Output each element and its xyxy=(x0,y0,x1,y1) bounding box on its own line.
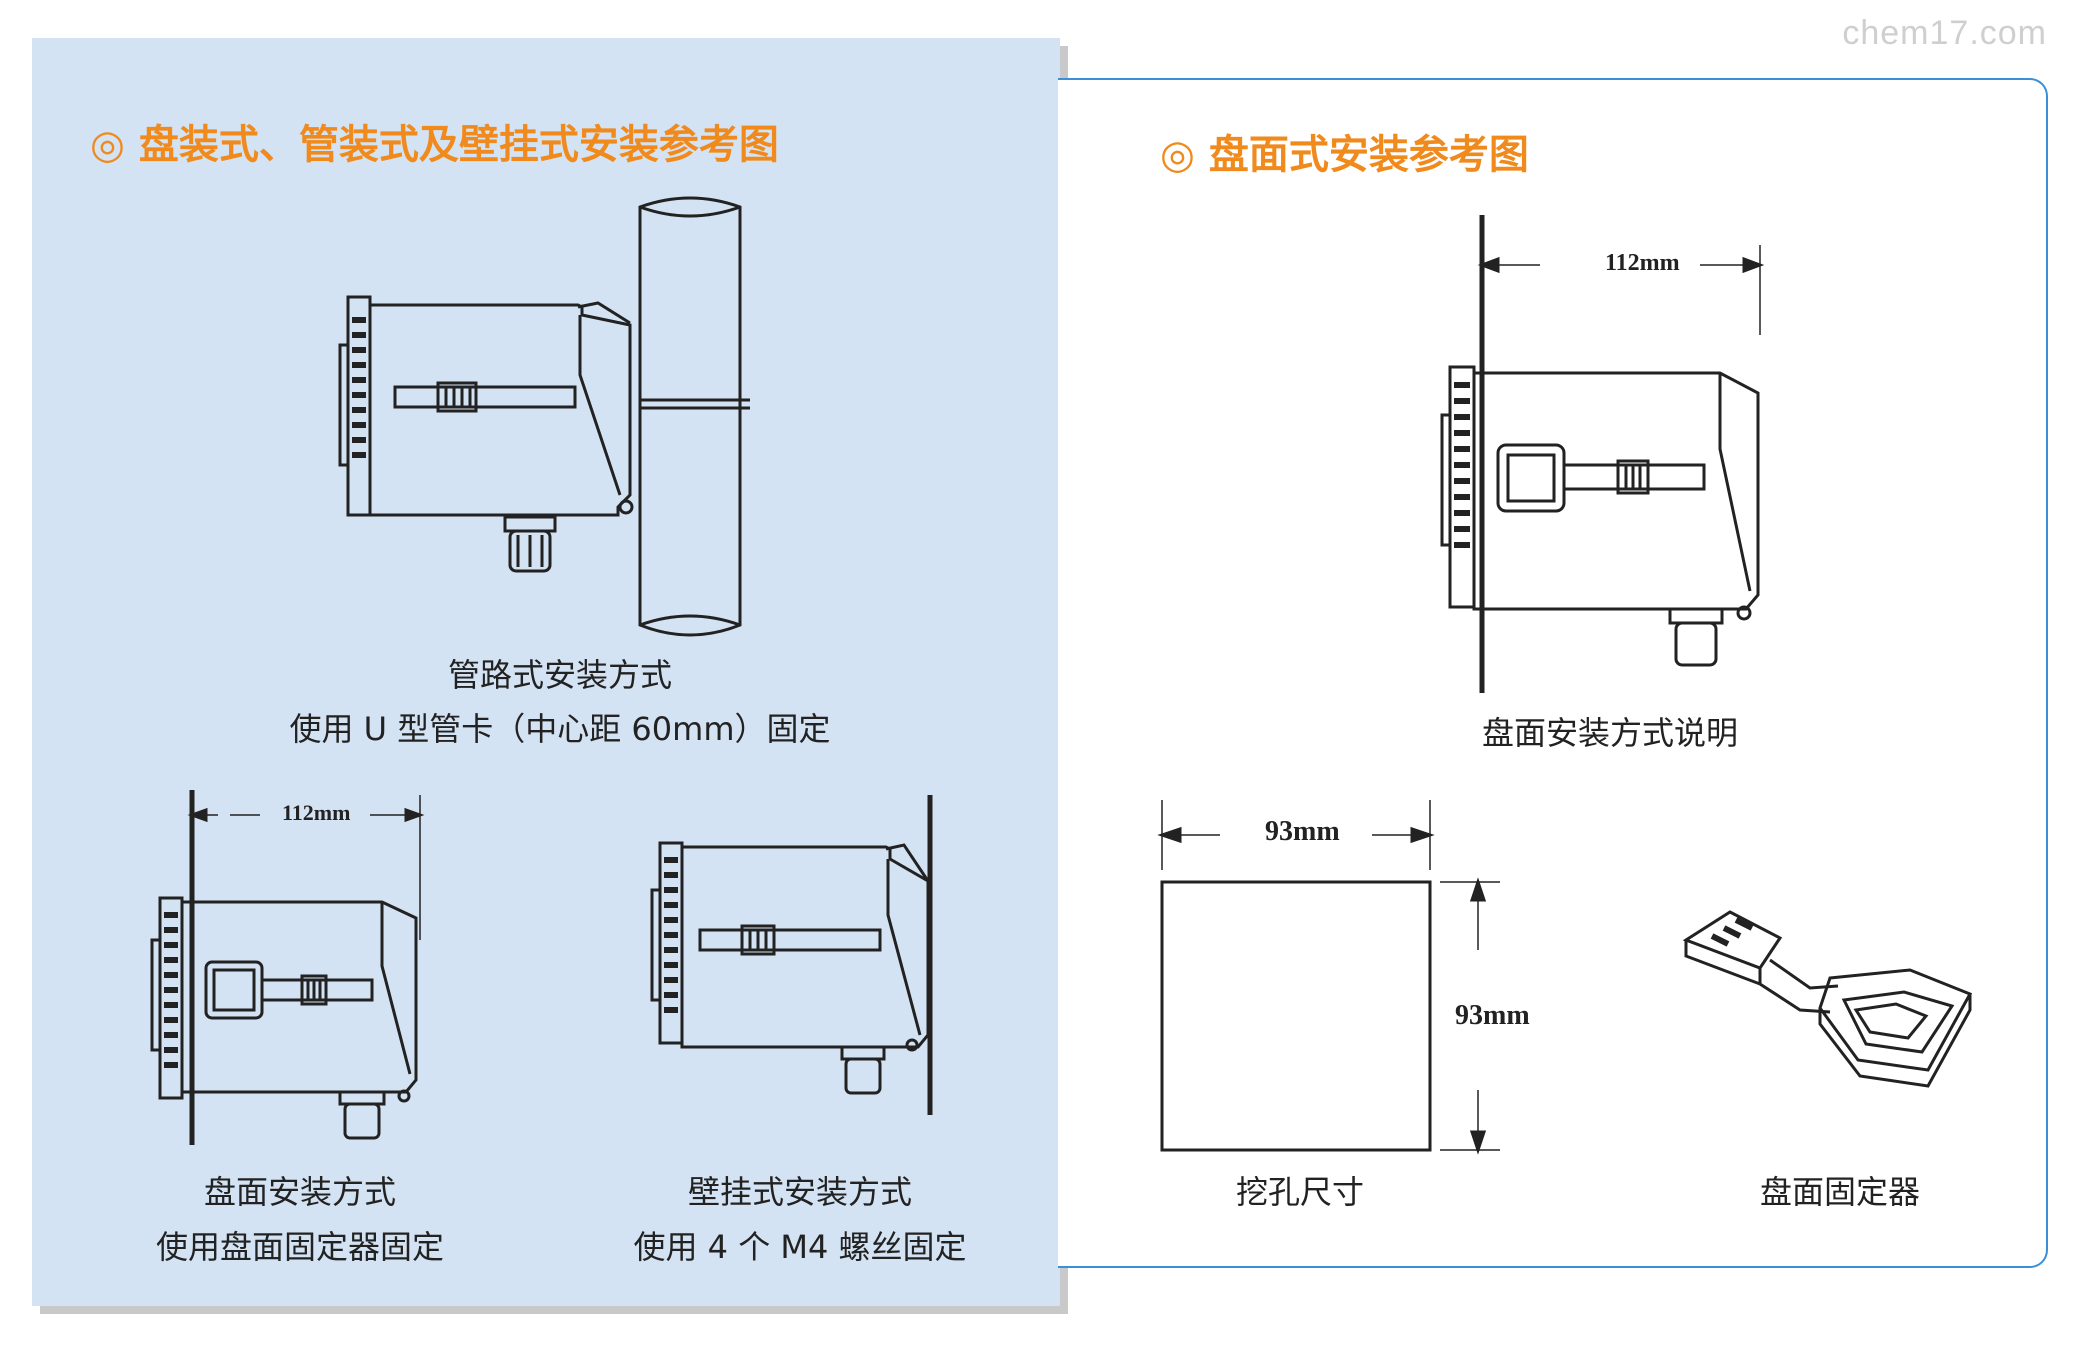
panel-mount-caption-2: 使用盘面固定器固定 xyxy=(155,1228,444,1266)
panel-mount-caption-1: 盘面安装方式 xyxy=(203,1173,396,1211)
right-panel-dimension: 112mm xyxy=(1605,250,1680,276)
panel-fixer-caption: 盘面固定器 xyxy=(1759,1173,1920,1211)
left-panel xyxy=(32,38,1060,1306)
right-heading: ◎ 盘面式安装参考图 xyxy=(1160,132,1529,178)
panel-mount-dimension: 112mm xyxy=(282,800,351,825)
panel-mount-diagram xyxy=(150,790,425,1145)
wall-mount-caption-1: 壁挂式安装方式 xyxy=(687,1173,912,1211)
wall-mount-caption-2: 使用 4 个 M4 螺丝固定 xyxy=(633,1228,967,1266)
pipe-mount-diagram xyxy=(338,196,750,637)
wall-mount-diagram xyxy=(650,795,933,1115)
watermark: chem17.com xyxy=(1842,14,2047,52)
panel-mount-explanation-caption: 盘面安装方式说明 xyxy=(1481,714,1738,752)
panel-fixer-diagram xyxy=(1682,910,1973,1088)
cutout-caption: 挖孔尺寸 xyxy=(1235,1173,1364,1211)
cutout-diagram xyxy=(1157,800,1500,1155)
right-panel-mount-diagram xyxy=(1440,215,1765,693)
pipe-mount-caption-1: 管路式安装方式 xyxy=(447,656,672,694)
pipe-mount-caption-2: 使用 U 型管卡（中心距 60mm）固定 xyxy=(289,710,831,748)
cutout-height-label: 93mm xyxy=(1455,1000,1530,1031)
right-panel xyxy=(1058,78,2048,1268)
cutout-width-label: 93mm xyxy=(1265,816,1340,847)
left-heading: ◎ 盘装式、管装式及壁挂式安装参考图 xyxy=(90,122,779,168)
